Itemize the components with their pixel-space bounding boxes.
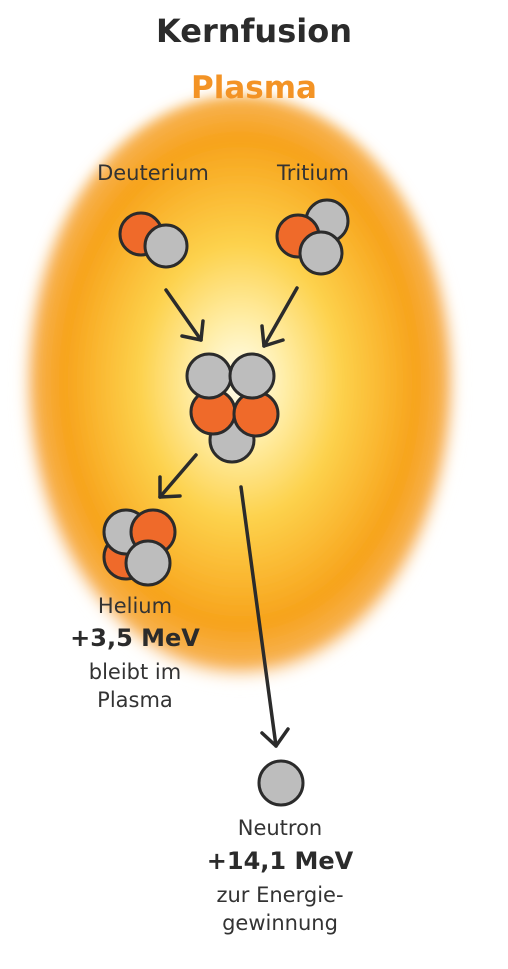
deuterium-nucleus: [118, 211, 189, 269]
helium-note-line2: Plasma: [97, 688, 173, 712]
arrow-deuterium-to-compound: [164, 288, 205, 342]
neutron-note-line2: gewinnung: [222, 911, 338, 935]
neutron-label: Neutron: [237, 816, 323, 840]
neutron: [143, 223, 189, 269]
helium-label: Helium: [97, 594, 173, 618]
neutron-energy: +14,1 MeV: [206, 847, 354, 875]
deuterium-label: Deuterium: [97, 161, 209, 185]
helium-note-line1: bleibt im: [88, 660, 182, 684]
diagram-title: Kernfusion: [156, 12, 352, 50]
neutron: [298, 230, 344, 276]
neutron: [228, 352, 276, 400]
arrow-tritium-to-compound: [260, 286, 299, 348]
free-neutron: [257, 759, 305, 807]
plasma-label: Plasma: [191, 70, 317, 106]
helium-nucleus: [102, 508, 177, 587]
arrow-to-neutron: [239, 485, 290, 748]
neutron: [124, 539, 172, 587]
arrow-to-helium: [158, 453, 198, 499]
tritium-nucleus: [275, 198, 350, 276]
compound-nucleus: [185, 352, 280, 464]
neutron: [185, 352, 233, 400]
helium-energy: +3,5 MeV: [70, 624, 200, 652]
neutron-note-line1: zur Energie-: [216, 883, 344, 907]
tritium-label: Tritium: [276, 161, 350, 185]
